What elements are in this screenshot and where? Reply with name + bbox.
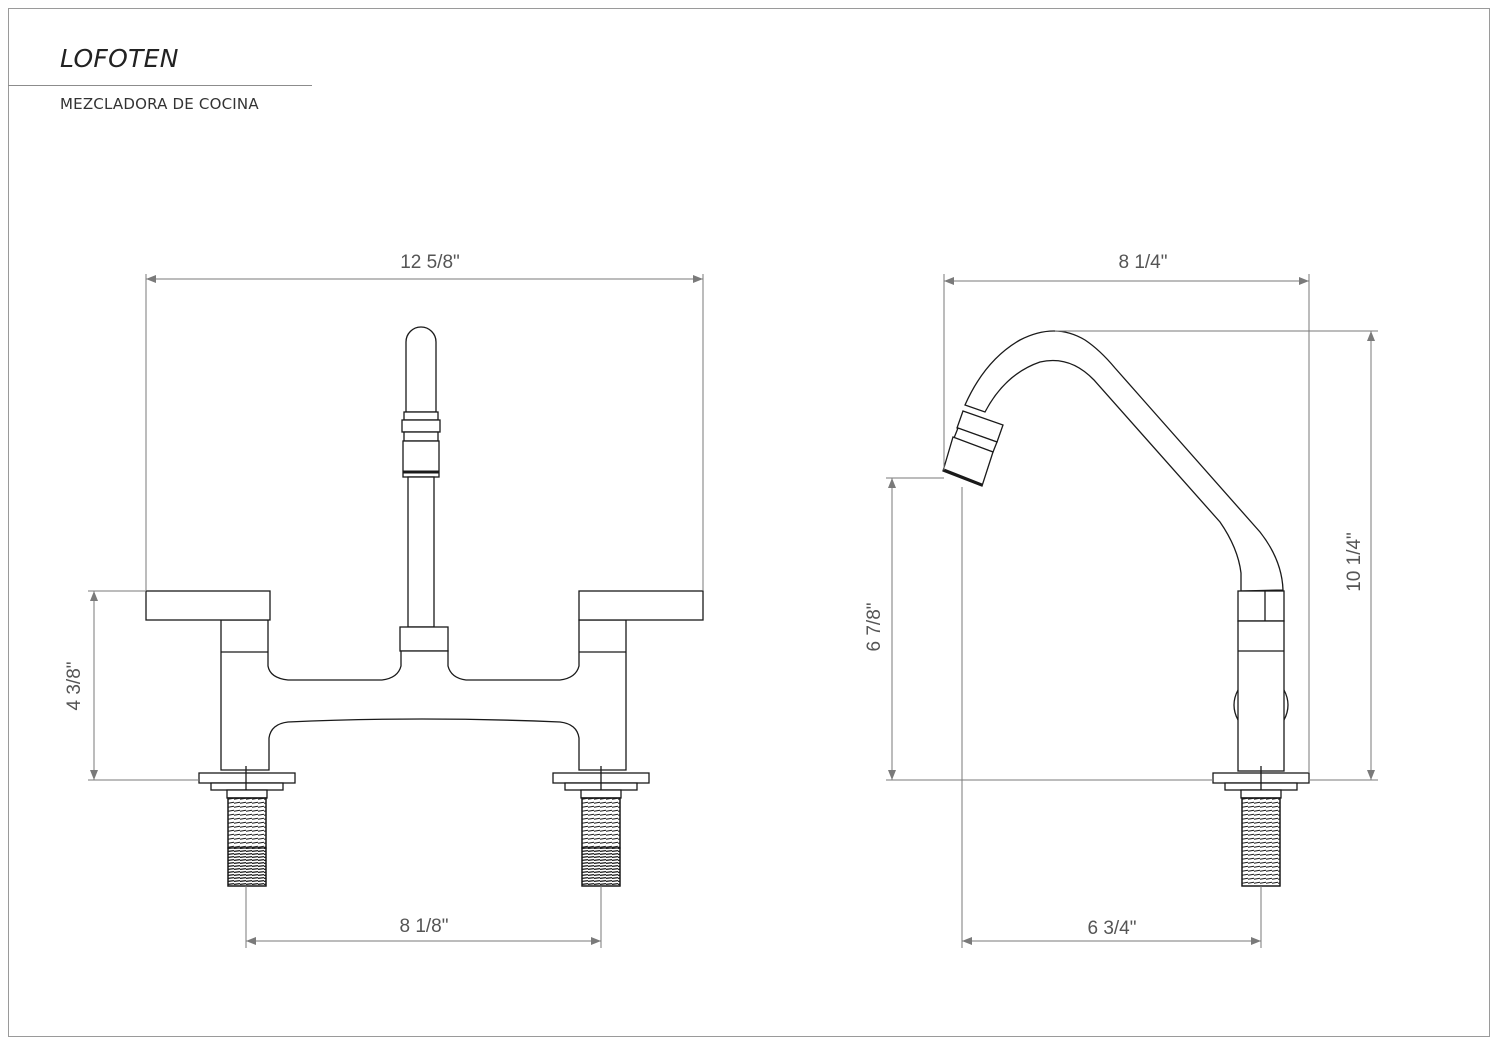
right-handle: [578, 590, 704, 621]
front-spout: [399, 326, 449, 652]
right-mounting: [552, 766, 650, 887]
dim-spout-reach: 6 3/4": [1087, 918, 1136, 939]
dim-overall-width: 12 5/8": [400, 252, 460, 273]
dim-center-spacing: 8 1/8": [399, 916, 448, 937]
side-dimensions: [886, 274, 1378, 948]
side-aerator: [942, 410, 1004, 487]
left-mounting: [198, 766, 296, 887]
dim-front-height: 4 3/8": [64, 661, 85, 710]
dim-overall-depth: 8 1/4": [1118, 252, 1167, 273]
front-dimensions: [88, 274, 704, 948]
side-spout: [964, 330, 1284, 592]
product-title: LOFOTEN: [60, 44, 179, 73]
front-body: [220, 619, 627, 771]
front-view: [145, 326, 704, 887]
side-view: [942, 330, 1310, 887]
title-divider: [8, 85, 312, 86]
side-body: [1233, 590, 1289, 772]
dim-overall-height: 10 1/4": [1344, 532, 1365, 592]
dim-spout-height: 6 7/8": [864, 602, 885, 651]
side-mounting: [1212, 766, 1310, 887]
left-handle: [145, 590, 271, 621]
product-subtitle: MEZCLADORA DE COCINA: [60, 95, 259, 113]
